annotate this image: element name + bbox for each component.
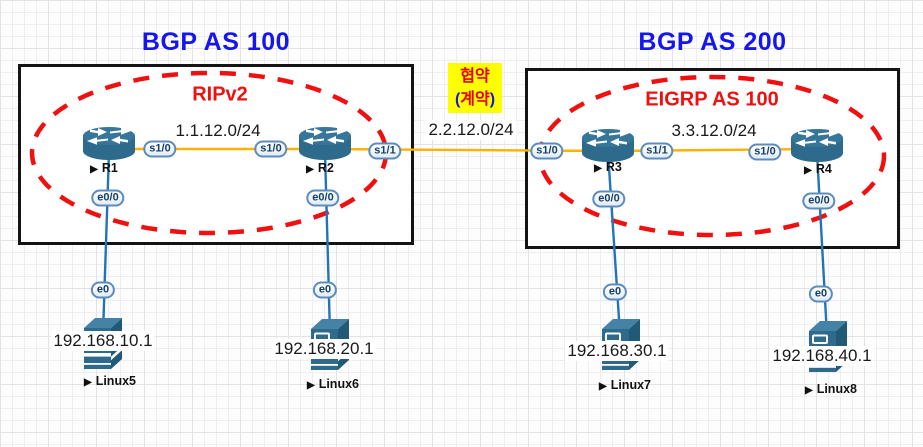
ripv2-label[interactable]: RIPv2 [192, 83, 248, 106]
link-r3-linux7[interactable] [606, 151, 622, 335]
router-name: R3 [605, 160, 622, 174]
link-r2-linux6[interactable] [323, 151, 332, 335]
router-icon [582, 129, 634, 162]
interface-badge-r3-e0-0[interactable]: e0/0 [592, 190, 626, 208]
triangle-marker-icon: ▶ [804, 165, 812, 176]
network-label-3-3-12-0[interactable]: 3.3.12.0/24 [668, 121, 760, 141]
triangle-marker-icon: ▶ [599, 381, 607, 392]
ip-label-linux5[interactable]: 192.168.10.1 [51, 331, 155, 351]
note-line1: 협약 [460, 68, 490, 85]
triangle-marker-icon: ▶ [90, 164, 98, 175]
interface-badge-r2-s1-1[interactable]: s1/1 [368, 142, 402, 160]
host-name: Linux6 [318, 377, 359, 391]
host-label-linux6[interactable]: ▶Linux6 [307, 377, 359, 391]
host-label-linux7[interactable]: ▶Linux7 [599, 378, 651, 392]
interface-badge-r2-e0-0[interactable]: e0/0 [306, 189, 340, 207]
router-name: R1 [101, 161, 118, 175]
router-icon [83, 127, 135, 160]
note-line2: (계약) [454, 91, 496, 109]
link-r1-linux5[interactable] [101, 151, 111, 335]
agreement-note[interactable]: 협약 (계약) [448, 63, 502, 114]
interface-badge-r4-e0-0[interactable]: e0/0 [802, 192, 836, 210]
interface-badge-r3-s1-0[interactable]: s1/0 [530, 142, 564, 160]
eigrp-label[interactable]: EIGRP AS 100 [645, 88, 779, 111]
router-name: R4 [815, 162, 832, 176]
triangle-marker-icon: ▶ [594, 163, 602, 174]
router-icon [299, 127, 351, 160]
router-r1[interactable] [81, 125, 137, 168]
link-r4-linux8[interactable] [815, 151, 829, 337]
router-r2[interactable] [297, 125, 353, 168]
ip-label-linux6[interactable]: 192.168.20.1 [272, 339, 376, 359]
as200-title[interactable]: BGP AS 200 [638, 28, 787, 56]
triangle-marker-icon: ▶ [306, 164, 314, 175]
network-label-2-2-12-0[interactable]: 2.2.12.0/24 [425, 120, 517, 140]
router-name: R2 [317, 161, 334, 175]
router-label-r4[interactable]: ▶R4 [804, 162, 832, 176]
interface-badge-linux5-e0[interactable]: e0 [90, 281, 116, 299]
triangle-marker-icon: ▶ [805, 385, 813, 396]
interface-badge-r4-s1-0[interactable]: s1/0 [748, 143, 782, 161]
host-name: Linux8 [816, 382, 857, 396]
network-label-1-1-12-0[interactable]: 1.1.12.0/24 [172, 121, 264, 141]
router-label-r3[interactable]: ▶R3 [594, 160, 622, 174]
triangle-marker-icon: ▶ [84, 377, 92, 388]
router-label-r2[interactable]: ▶R2 [306, 161, 334, 175]
ip-label-linux7[interactable]: 192.168.30.1 [565, 341, 669, 361]
interface-badge-linux6-e0[interactable]: e0 [312, 281, 338, 299]
host-name: Linux5 [95, 374, 136, 388]
host-label-linux5[interactable]: ▶Linux5 [84, 374, 136, 388]
interface-badge-r3-s1-1[interactable]: s1/1 [640, 142, 674, 160]
router-icon [791, 129, 843, 162]
interface-badge-linux7-e0[interactable]: e0 [602, 283, 628, 301]
interface-badge-r1-s1-0[interactable]: s1/0 [143, 140, 177, 158]
router-r3[interactable] [580, 127, 636, 170]
router-label-r1[interactable]: ▶R1 [90, 161, 118, 175]
interface-badge-r2-s1-0[interactable]: s1/0 [254, 140, 288, 158]
router-r4[interactable] [789, 127, 845, 170]
ip-label-linux8[interactable]: 192.168.40.1 [770, 346, 874, 366]
host-label-linux8[interactable]: ▶Linux8 [805, 382, 857, 396]
as100-title[interactable]: BGP AS 100 [141, 28, 291, 56]
triangle-marker-icon: ▶ [307, 380, 315, 391]
interface-badge-r1-e0-0[interactable]: e0/0 [91, 189, 125, 207]
interface-badge-linux8-e0[interactable]: e0 [808, 285, 834, 303]
host-name: Linux7 [610, 378, 651, 392]
